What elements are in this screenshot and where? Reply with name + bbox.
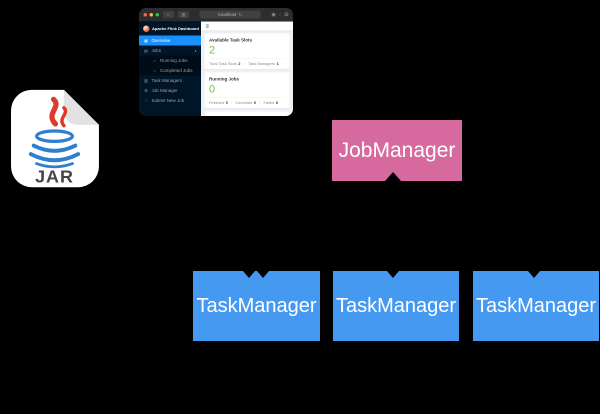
job-manager-icon: ⚙ xyxy=(144,88,148,93)
sidebar-toggle-button[interactable]: ▥ xyxy=(178,11,189,18)
brand-title: Apache Flink Dashboard xyxy=(152,26,199,32)
task-manager-label: TaskManager xyxy=(475,294,597,317)
submit-new-job-icon: ↑ xyxy=(145,98,147,103)
jar-folded-corner xyxy=(63,89,99,125)
task-manager-label: TaskManager xyxy=(335,294,457,317)
card-title: Running Jobs xyxy=(209,76,239,82)
sidebar-item-running-jobs[interactable]: ○ Running Jobs xyxy=(139,55,201,66)
arrowhead-notch xyxy=(528,271,540,278)
partial-card xyxy=(204,111,290,116)
task-manager-label: TaskManager xyxy=(196,294,317,317)
card-title: Available Task Slots xyxy=(209,37,253,43)
menu-icon[interactable]: ≡ xyxy=(205,22,210,30)
flink-dashboard-window: ‹› ▥ localhost ↻ ◉ ↑ ⊞ xyxy=(139,8,293,116)
back-forward-buttons[interactable]: ‹› xyxy=(163,11,174,18)
arrowhead-notch xyxy=(385,172,401,181)
job-manager-box: JobManager xyxy=(332,120,462,181)
sidebar-item-submit-new-job[interactable]: ↑ Submit New Job xyxy=(145,98,185,103)
window-titlebar: ‹› ▥ localhost ↻ ◉ ↑ ⊞ xyxy=(139,8,293,22)
reload-icon: ↻ xyxy=(238,12,243,17)
java-cup-icon xyxy=(28,129,81,169)
dashboard-main: ≡ Available Task Slots 2 Total Task Slot… xyxy=(201,21,293,116)
arrowhead-notch xyxy=(257,271,269,278)
task-manager-box-2: TaskManager xyxy=(333,271,459,341)
close-button[interactable] xyxy=(143,12,147,17)
sidebar-item-completed-jobs[interactable]: ○ Completed Jobs xyxy=(139,65,201,76)
sidebar-item-job-manager[interactable]: ⚙ Job Manager xyxy=(144,88,178,93)
sidebar-icon: ▥ xyxy=(181,12,186,17)
job-manager-label: JobManager xyxy=(338,138,456,162)
jar-file-icon: JAR xyxy=(11,89,99,188)
sidebar-item-jobs[interactable]: ▤ Jobs ▴ xyxy=(144,48,197,53)
chevron-up-icon: ▴ xyxy=(194,49,197,53)
address-text: localhost xyxy=(218,12,237,17)
back-icon: ‹ xyxy=(167,12,169,17)
running-jobs-icon: ○ xyxy=(153,58,156,63)
forward-icon: › xyxy=(168,12,171,17)
jobs-icon: ▤ xyxy=(144,48,148,53)
task-manager-box-3: TaskManager xyxy=(473,271,599,341)
task-managers-icon: ▥ xyxy=(144,78,148,83)
minimize-button[interactable] xyxy=(149,12,153,17)
sidebar-item-task-managers[interactable]: ▥ Task Managers xyxy=(144,78,183,83)
card-value: 0 xyxy=(209,82,216,96)
zoom-button[interactable] xyxy=(155,12,159,17)
arrowhead-notch xyxy=(387,271,399,278)
shield-icon[interactable]: ◉ xyxy=(271,11,276,18)
flink-logo xyxy=(143,25,150,32)
brand-header: Apache Flink Dashboard xyxy=(139,22,201,36)
tabs-icon[interactable]: ⊞ xyxy=(284,11,289,18)
java-steam-icon xyxy=(49,96,68,128)
main-topbar: ≡ xyxy=(201,21,293,31)
completed-jobs-icon: ○ xyxy=(153,68,156,73)
sidebar-item-overview[interactable]: ▦ Overview xyxy=(139,35,201,46)
share-icon[interactable]: ↑ xyxy=(278,11,282,18)
task-manager-box-1: TaskManager xyxy=(193,271,320,341)
dashboard-sidebar: Apache Flink Dashboard ▦ Overview ▤ Jobs… xyxy=(139,21,201,116)
jar-label: JAR xyxy=(35,166,74,186)
overview-icon: ▦ xyxy=(144,38,148,43)
card-value: 2 xyxy=(209,43,216,57)
address-bar[interactable]: localhost ↻ xyxy=(199,10,261,19)
arrowhead-notch xyxy=(243,271,255,278)
